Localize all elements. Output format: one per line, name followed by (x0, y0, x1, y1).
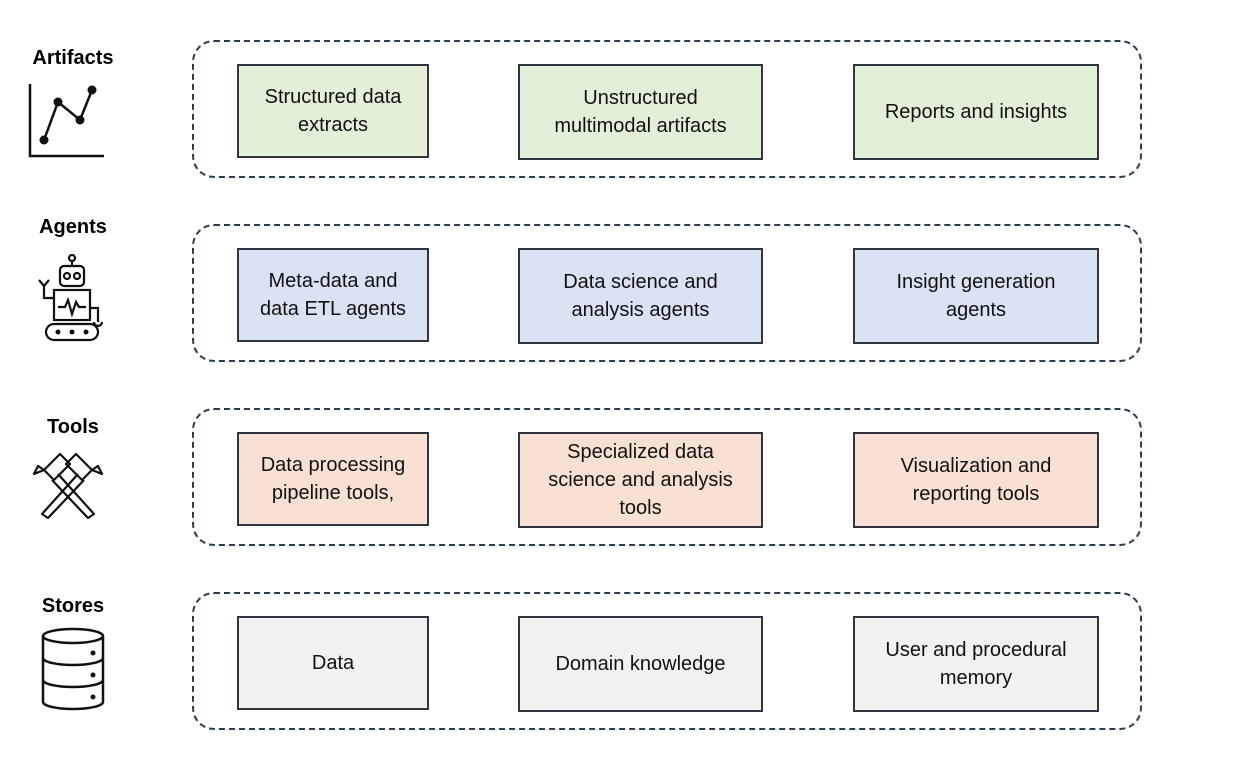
hammers-icon (32, 452, 104, 520)
store-box: User and procedural memory (853, 616, 1099, 712)
line-chart-icon (28, 84, 104, 158)
layer-label-agents: Agents (39, 216, 107, 238)
layer-tools: Data processing pipeline tools, Speciali… (192, 408, 1142, 546)
database-icon (41, 627, 105, 711)
artifact-box: Unstructured multimodal artifacts (518, 64, 763, 160)
artifact-box: Reports and insights (853, 64, 1099, 160)
layer-agents: Meta-data and data ETL agents Data scien… (192, 224, 1142, 362)
layer-label-tools: Tools (47, 416, 99, 438)
agent-box: Data science and analysis agents (518, 248, 763, 344)
robot-icon (38, 253, 104, 342)
tool-box: Data processing pipeline tools, (237, 432, 429, 526)
layer-artifacts: Structured data extracts Unstructured mu… (192, 40, 1142, 178)
tool-box: Specialized data science and analysis to… (518, 432, 763, 528)
tool-box: Visualization and reporting tools (853, 432, 1099, 528)
layer-label-stores: Stores (41, 595, 105, 617)
store-box: Domain knowledge (518, 616, 763, 712)
artifact-box: Structured data extracts (237, 64, 429, 158)
layer-label-artifacts: Artifacts (32, 47, 114, 69)
store-box: Data (237, 616, 429, 710)
agent-box: Insight generation agents (853, 248, 1099, 344)
agent-box: Meta-data and data ETL agents (237, 248, 429, 342)
layer-stores: Data Domain knowledge User and procedura… (192, 592, 1142, 730)
